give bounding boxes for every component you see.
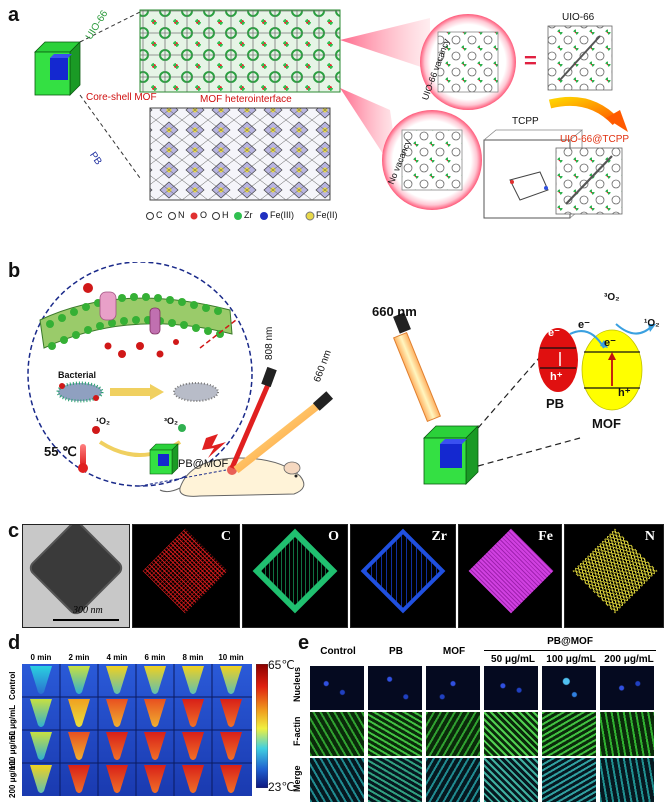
tem-particle [29,525,123,615]
pb-energy-label: PB [546,396,565,411]
core-shell-cube-icon [34,41,81,96]
column-header: 100 μg/mL [546,654,596,665]
map-o: O [242,524,348,628]
map-c-particle [142,528,228,614]
pb-mof-label: PB@MOF [178,458,229,470]
nucleus-50 [484,666,538,710]
group-header: PB@MOF [547,636,593,647]
map-n-label: N [644,529,655,544]
scale-bar [53,619,119,621]
nucleus-pb [368,666,422,710]
nucleus-mof [426,666,480,710]
thermal-row-label: Control [8,671,17,700]
legend-fe3: Fe(III) [270,210,294,220]
factin-control [310,712,364,756]
temperature-label: 55 ℃ [44,444,77,459]
map-zr: Zr [350,524,456,628]
nucleus-control [310,666,364,710]
time-header: 2 min [68,653,90,662]
thermal-colorbar [256,664,268,788]
mof-electron: e⁻ [604,337,616,349]
merge-pb [368,758,422,802]
legend-h: H [222,210,229,220]
column-header: 200 μg/mL [604,654,654,665]
nucleus-200 [600,666,654,710]
legend-zr: Zr [244,210,253,220]
factin-100 [542,712,596,756]
equals-sign: = [524,48,537,73]
thermal-row-label: 200 μg/mL [8,758,17,798]
column-header: Control [320,646,356,657]
tem-image: 300 nm [22,524,130,628]
panel-a-figure [34,9,628,221]
map-fe: Fe [458,524,562,628]
merge-200 [600,758,654,802]
panel-e-label: e [298,632,310,654]
uio66-label: UIO-66 [562,12,595,23]
time-header: 6 min [144,653,166,662]
singlet-o2-label: ¹O₂ [96,416,110,426]
map-n: N [564,524,664,628]
heterointerface-label: MOF heterointerface [200,94,292,105]
row-header: F-actin [292,716,302,746]
singlet-o2-right: ¹O₂ [644,318,660,329]
legend-c: C [156,210,163,220]
mof-energy-label: MOF [592,416,621,431]
merge-control [310,758,364,802]
legend-n: N [178,210,185,220]
factin-pb [368,712,422,756]
laser-808-label: 808 nm [264,326,275,360]
uio66-tcpp-label: UIO-66@TCPP [560,134,630,145]
triplet-o2-label: ³O₂ [164,416,178,426]
pb-electron: e⁻ [548,327,560,339]
column-header: PB [389,646,403,657]
map-zr-label: Zr [431,529,447,544]
time-header: 10 min [218,653,244,662]
map-o-particle [252,528,338,614]
legend-o: O [200,210,208,220]
merge-mof [426,758,480,802]
scale-bar-label: 300 nm [73,605,103,616]
time-header: 8 min [182,653,204,662]
tcpp-label: TCPP [512,116,539,127]
merge-100 [542,758,596,802]
panel-a-label: a [8,4,20,26]
atom-legend-icons [146,211,315,221]
row-header: Nucleus [292,666,302,702]
transfer-electron: e⁻ [578,319,590,331]
nucleus-100 [542,666,596,710]
map-c: C [132,524,240,628]
map-c-label: C [220,529,231,544]
mof-hole: h⁺ [618,387,631,399]
merge-50 [484,758,538,802]
column-header: MOF [442,646,466,657]
column-header: 50 μg/mL [491,654,535,665]
colorbar-min-label: 23℃ [268,780,295,794]
core-shell-label: Core-shell MOF [86,92,157,103]
panel-b-figure [27,262,656,497]
pb-hole: h⁺ [550,371,563,383]
colorbar-max-label: 65℃ [268,658,295,672]
bacterial-label: Bacterial [58,370,97,380]
map-fe-label: Fe [538,529,553,544]
laser-660-right-label: 660 nm [372,304,417,319]
triplet-o2-right: ³O₂ [604,292,620,303]
factin-200 [600,712,654,756]
panel-d-label: d [8,632,21,654]
panel-c-label: c [8,520,20,542]
group-underline [484,650,656,651]
factin-50 [484,712,538,756]
thermal-grid [22,664,252,796]
map-o-label: O [328,529,339,544]
time-header: 0 min [30,653,52,662]
factin-mof [426,712,480,756]
time-header: 4 min [106,653,128,662]
panel-b-label: b [8,260,21,282]
legend-fe2: Fe(II) [316,210,338,220]
row-header: Merge [292,765,302,792]
